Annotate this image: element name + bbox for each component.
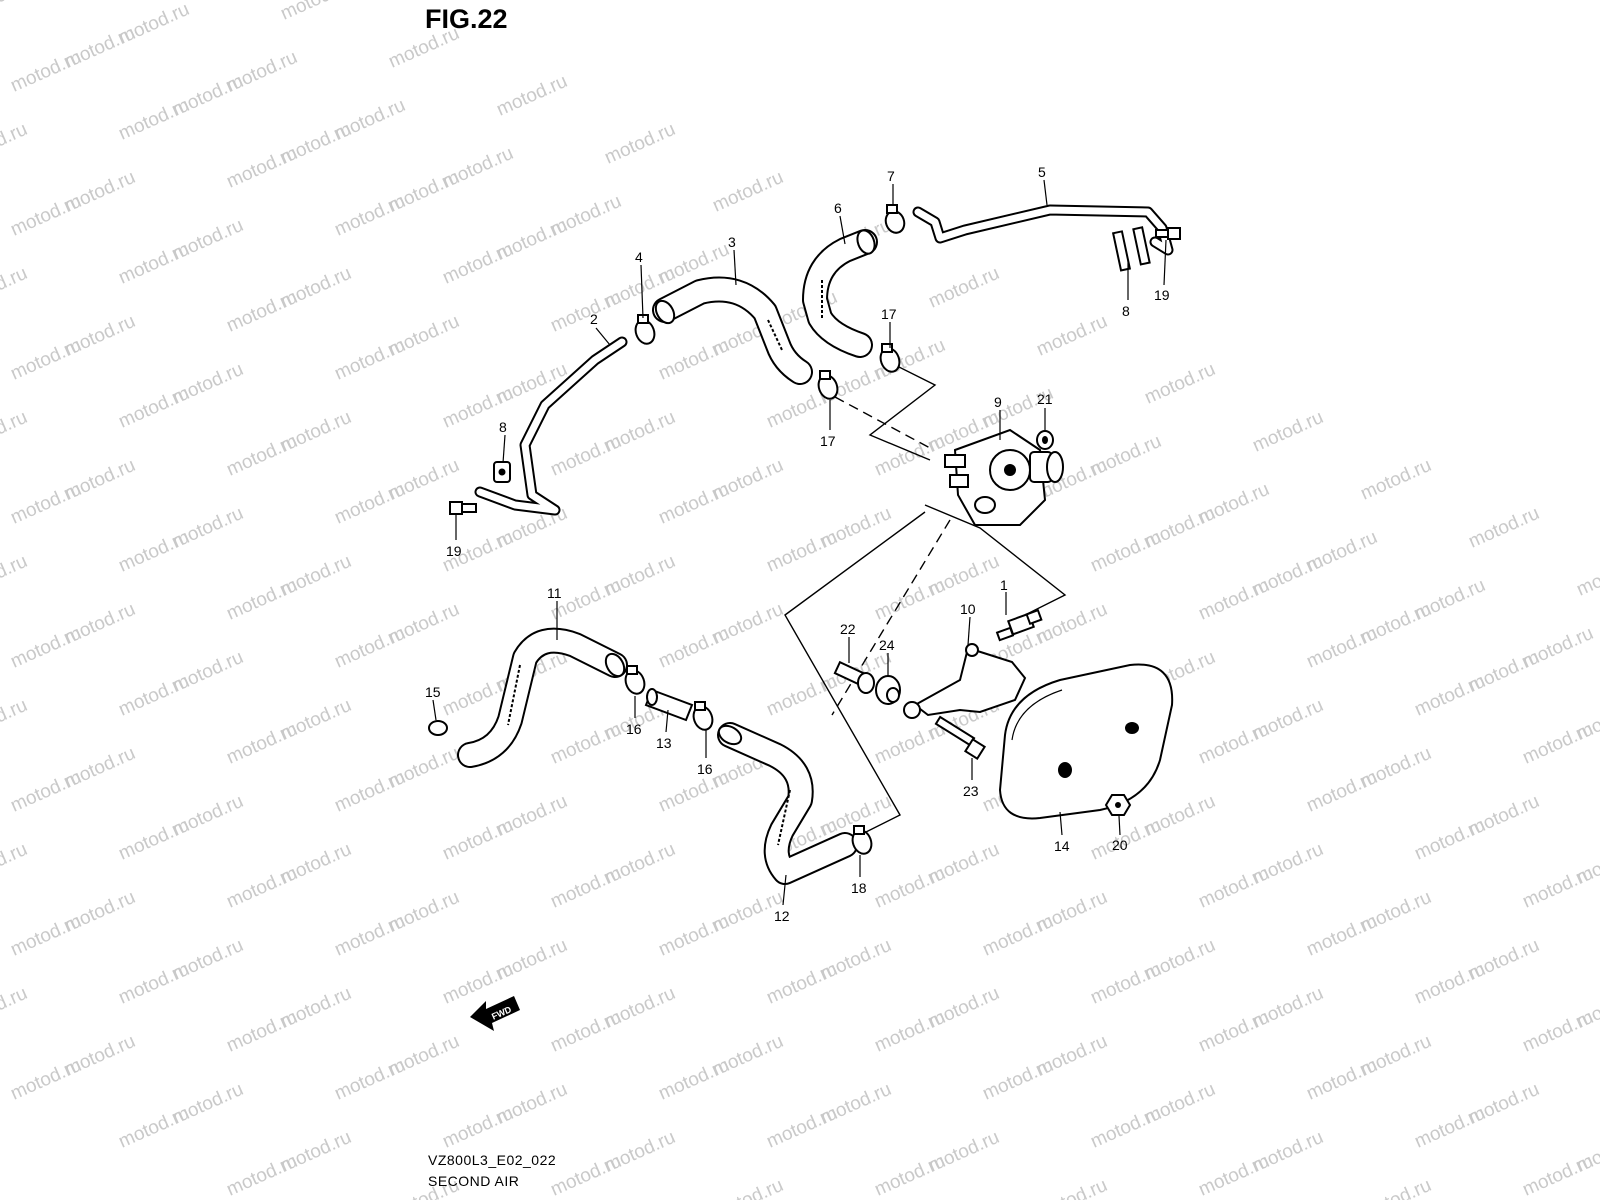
pipe-5 bbox=[912, 204, 1174, 256]
nut-20 bbox=[1104, 794, 1132, 816]
callout-18: 18 bbox=[851, 880, 867, 896]
pipe-2 bbox=[474, 336, 628, 516]
callout-19-right: 19 bbox=[1154, 287, 1170, 303]
washer-21 bbox=[1036, 430, 1054, 450]
figure-caption: SECOND AIR bbox=[428, 1173, 520, 1189]
cover-14 bbox=[998, 663, 1174, 820]
hose-11 bbox=[457, 627, 628, 768]
bolt-22 bbox=[833, 660, 875, 694]
callout-numbers: 1 2 3 4 5 6 7 8 8 9 10 11 12 13 14 15 16… bbox=[425, 164, 1170, 924]
hose-3 bbox=[652, 276, 813, 385]
callout-8-left: 8 bbox=[499, 419, 507, 435]
callout-12: 12 bbox=[774, 908, 790, 924]
callout-5: 5 bbox=[1038, 164, 1046, 180]
bolt-19-left bbox=[449, 501, 477, 515]
callout-4: 4 bbox=[635, 249, 643, 265]
callout-20: 20 bbox=[1112, 837, 1128, 853]
figure-code: VZ800L3_E02_022 bbox=[428, 1152, 557, 1168]
clamp-7 bbox=[884, 204, 906, 234]
callout-16-right: 16 bbox=[697, 761, 713, 777]
fwd-direction-arrow: FWD bbox=[470, 996, 520, 1031]
callout-21: 21 bbox=[1037, 391, 1053, 407]
bracket-8-right bbox=[1111, 226, 1151, 272]
clamp-17-upper bbox=[879, 343, 901, 373]
bracket-10 bbox=[903, 643, 1027, 719]
figure-title: FIG.22 bbox=[425, 4, 508, 34]
callout-11: 11 bbox=[547, 585, 562, 601]
callout-leaders bbox=[432, 179, 1167, 906]
bracket-8-left bbox=[493, 461, 511, 483]
clamp-16-right bbox=[692, 701, 714, 731]
callout-10: 10 bbox=[960, 601, 976, 617]
callout-9: 9 bbox=[994, 394, 1002, 410]
callout-17-upper: 17 bbox=[881, 306, 897, 322]
assembly-guide-lines bbox=[784, 359, 1067, 841]
callout-13: 13 bbox=[656, 735, 672, 751]
clamp-16-left bbox=[624, 665, 646, 695]
callout-23: 23 bbox=[963, 783, 979, 799]
bolt-23 bbox=[934, 715, 987, 761]
callout-22: 22 bbox=[840, 621, 856, 637]
joint-13 bbox=[644, 688, 694, 722]
cap-15 bbox=[428, 720, 448, 736]
callout-7: 7 bbox=[887, 168, 895, 184]
clamp-17-lower bbox=[817, 370, 839, 400]
clamp-18 bbox=[851, 825, 873, 855]
callout-2: 2 bbox=[590, 311, 598, 327]
callout-1: 1 bbox=[1000, 577, 1008, 593]
sensor-1 bbox=[995, 608, 1043, 642]
spacer-24 bbox=[875, 675, 901, 705]
hose-12 bbox=[717, 722, 858, 885]
callout-8-right: 8 bbox=[1122, 303, 1130, 319]
bolt-19-right bbox=[1155, 227, 1181, 240]
callout-3: 3 bbox=[728, 234, 736, 250]
clamp-4 bbox=[634, 314, 656, 345]
callout-17-lower: 17 bbox=[820, 433, 836, 449]
callout-15: 15 bbox=[425, 684, 441, 700]
air-valve-9 bbox=[944, 428, 1064, 526]
callout-14: 14 bbox=[1054, 838, 1070, 854]
callout-16-left: 16 bbox=[626, 721, 642, 737]
callout-24: 24 bbox=[879, 637, 895, 653]
callout-6: 6 bbox=[834, 200, 842, 216]
callout-19-left: 19 bbox=[446, 543, 462, 559]
hose-6 bbox=[802, 229, 878, 358]
